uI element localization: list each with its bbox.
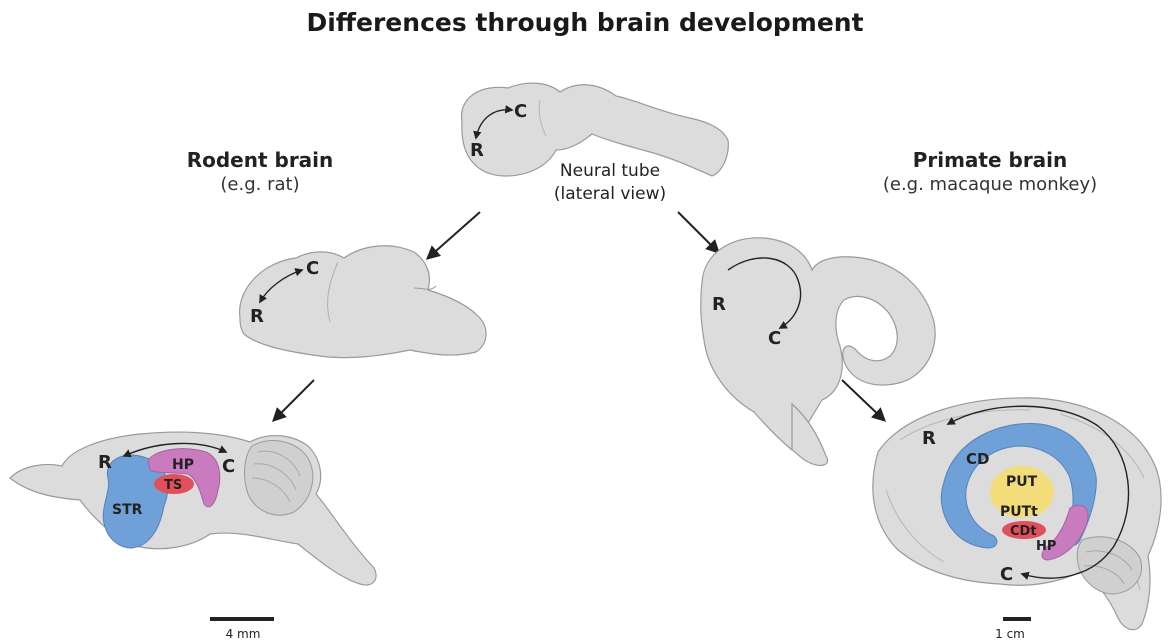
arrow-to-rodent-embryo — [428, 212, 480, 258]
primate-adult-illustration: R C CD PUT PUTt CDt HP — [873, 398, 1161, 630]
rodent-adult-label-r: R — [98, 452, 112, 473]
primate-scale-bar — [1003, 617, 1031, 621]
neural-tube-shape — [462, 83, 729, 176]
primate-label-cdt: CDt — [1010, 524, 1037, 539]
rodent-cerebellum — [245, 441, 313, 515]
arrow-to-primate-adult — [842, 380, 884, 420]
rodent-scale-bar — [210, 617, 274, 621]
rodent-label-ts: TS — [164, 478, 182, 493]
arrow-to-primate-embryo — [678, 212, 718, 252]
primate-adult-label-r: R — [922, 428, 936, 449]
arrow-to-rodent-adult — [274, 380, 314, 420]
primate-label-cd: CD — [966, 450, 989, 468]
primate-label-putt: PUTt — [1000, 504, 1038, 520]
rodent-label-hp: HP — [172, 457, 194, 473]
rodent-embryo-illustration: C R — [240, 246, 486, 358]
primate-label-hp: HP — [1036, 539, 1056, 554]
primate-embryo-label-r: R — [712, 294, 726, 315]
primate-embryo-label-c: C — [768, 328, 781, 349]
rodent-label-str: STR — [112, 502, 143, 518]
rodent-embryo-shape — [240, 246, 486, 358]
rodent-embryo-label-c: C — [306, 258, 319, 279]
primate-label-put: PUT — [1006, 474, 1038, 490]
primate-adult-label-c: C — [1000, 564, 1013, 585]
rodent-adult-illustration: R C HP TS STR — [10, 432, 376, 585]
neural-tube-label-c: C — [514, 101, 527, 122]
neural-tube-illustration: C R — [462, 83, 729, 176]
rodent-adult-label-c: C — [222, 456, 235, 477]
rodent-embryo-label-r: R — [250, 306, 264, 327]
primate-embryo-shape — [701, 238, 935, 450]
neural-tube-label-r: R — [470, 140, 484, 161]
